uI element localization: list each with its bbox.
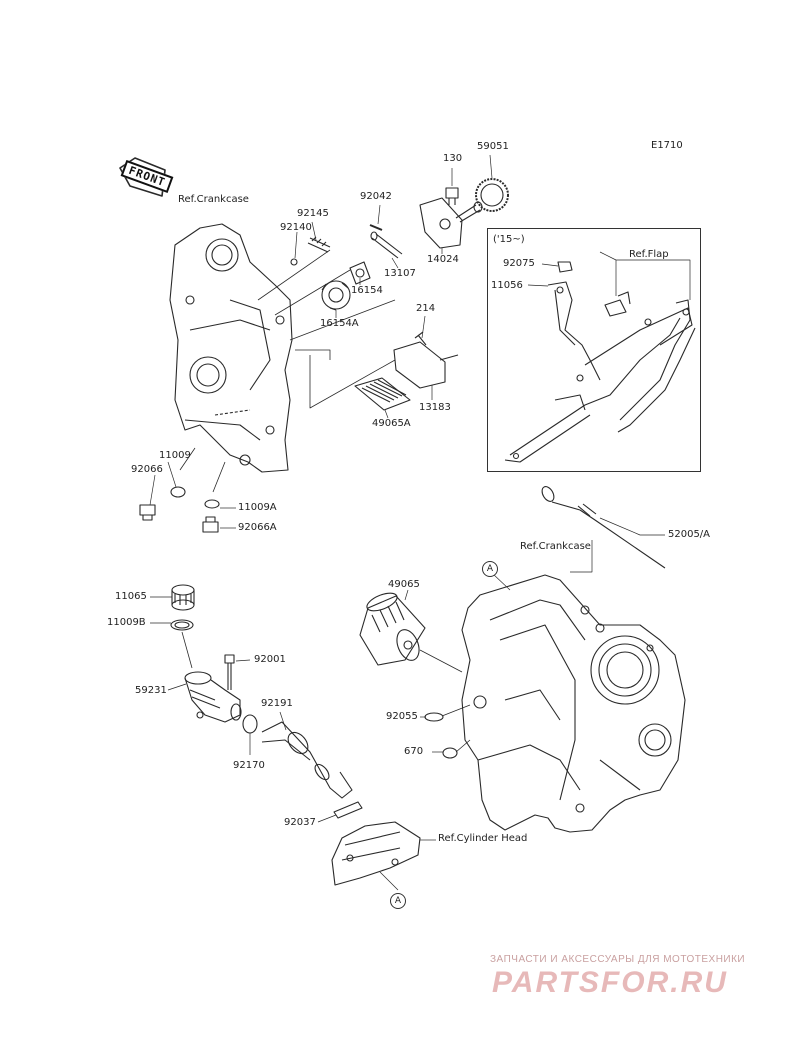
lower-crankcase	[461, 574, 686, 833]
leader-lines	[149, 154, 691, 891]
part-label-52005a: 52005/A	[668, 529, 711, 540]
o-ring-11009b	[170, 619, 194, 631]
inset-period-label: ('15~)	[493, 234, 525, 245]
part-label-130: 130	[443, 153, 463, 164]
plug-92066a	[202, 516, 219, 533]
bolt-flap	[604, 291, 631, 317]
rotor-16154a	[321, 280, 351, 311]
part-label-92191: 92191	[261, 698, 293, 709]
marker-a-crankcase: A	[482, 561, 498, 577]
washer-11009	[170, 486, 186, 498]
part-label-11065: 11065	[115, 591, 147, 602]
o-ring-670	[442, 747, 458, 759]
clip-92037	[333, 801, 363, 819]
part-label-92145: 92145	[297, 208, 329, 219]
part-label-92066a: 92066A	[238, 522, 277, 533]
washer-11009a	[204, 499, 220, 509]
part-label-670: 670	[404, 746, 424, 757]
part-label-59231: 59231	[135, 685, 167, 696]
nut-92075	[557, 261, 573, 273]
screw-214	[414, 331, 427, 346]
spring-92145	[307, 236, 331, 253]
ball-92140	[290, 258, 298, 266]
part-label-11009b: 11009B	[107, 617, 146, 628]
part-label-13183: 13183	[419, 402, 451, 413]
filler-neck-59231	[184, 671, 242, 723]
part-label-49065a: 49065A	[372, 418, 411, 429]
cylinder-head-cover	[331, 821, 421, 886]
watermark-logo: PARTSFOR.RU	[492, 966, 728, 999]
part-label-49065: 49065	[388, 579, 420, 590]
part-label-16154a: 16154A	[320, 318, 359, 329]
part-label-92066: 92066	[131, 464, 163, 475]
part-label-92055: 92055	[386, 711, 418, 722]
rotor-16154	[349, 261, 371, 285]
bolt-130	[445, 187, 459, 205]
part-label-11056: 11056	[491, 280, 523, 291]
watermark-tagline: ЗАПЧАСТИ И АКСЕССУАРЫ ДЛЯ МОТОТЕХНИКИ	[490, 954, 746, 965]
plate-13183	[393, 341, 459, 389]
o-ring-92055	[424, 712, 444, 722]
diagram-code: E1710	[651, 140, 683, 151]
shaft-13107	[370, 231, 403, 259]
part-label-214: 214	[416, 303, 436, 314]
clamp-92170	[242, 714, 258, 734]
part-label-14024: 14024	[427, 254, 459, 265]
hose-92191	[261, 721, 353, 799]
dipstick-52005a	[541, 486, 666, 569]
ref-crankcase-top: Ref.Crankcase	[178, 194, 249, 205]
ref-cylinder-head: Ref.Cylinder Head	[438, 833, 528, 844]
flap-bracket-assembly	[504, 281, 696, 463]
part-label-59051: 59051	[477, 141, 509, 152]
filter-screen-49065a	[354, 377, 411, 411]
part-label-11009: 11009	[159, 450, 191, 461]
gear-59051	[455, 178, 509, 223]
part-label-92140: 92140	[280, 222, 312, 233]
oil-filter-49065	[359, 592, 426, 666]
bolt-92001	[224, 654, 235, 690]
part-label-13107: 13107	[384, 268, 416, 279]
part-label-11009a: 11009A	[238, 502, 277, 513]
part-label-92170: 92170	[233, 760, 265, 771]
cover-plate-14024	[419, 197, 463, 249]
marker-a-head: A	[390, 893, 406, 909]
part-label-92001: 92001	[254, 654, 286, 665]
inset-frame-2015	[487, 228, 701, 472]
plug-92066	[139, 504, 156, 521]
part-label-92037: 92037	[284, 817, 316, 828]
pin-92042	[369, 224, 383, 231]
part-label-92042: 92042	[360, 191, 392, 202]
ref-flap: Ref.Flap	[629, 249, 669, 260]
part-label-16154: 16154	[351, 285, 383, 296]
part-label-92075: 92075	[503, 258, 535, 269]
cap-11065	[171, 584, 195, 611]
upper-crankcase-cover	[169, 223, 293, 473]
ref-crankcase-bottom: Ref.Crankcase	[520, 541, 591, 552]
